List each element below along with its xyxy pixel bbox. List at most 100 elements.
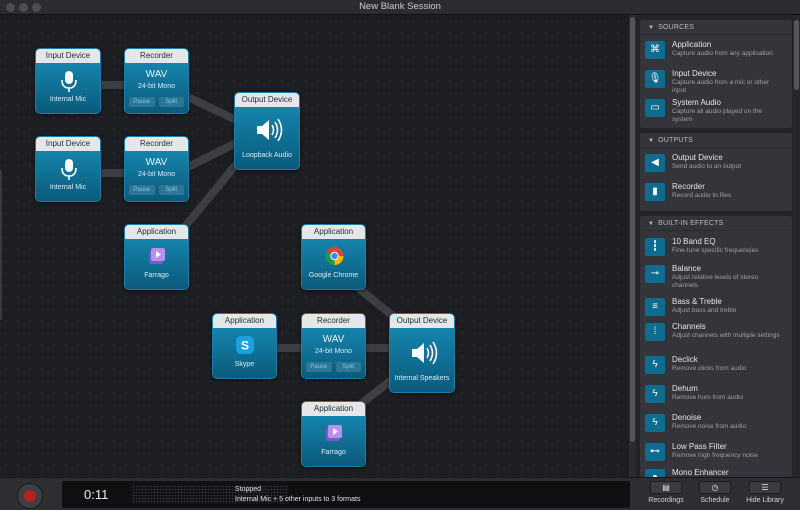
recordings-button[interactable]: ▤ Recordings: [641, 481, 691, 509]
library-item-low-pass-filter[interactable]: ⊷ Low Pass Filter Remove high frequency …: [640, 440, 792, 468]
split-button[interactable]: Split: [335, 362, 361, 372]
close-window-button[interactable]: [6, 3, 15, 12]
schedule-label: Schedule: [700, 497, 730, 504]
item-title: Recorder: [672, 182, 705, 191]
scrollbar-thumb[interactable]: [794, 20, 799, 90]
library-item-balance[interactable]: ⊸ Balance Adjust relative levels of ster…: [640, 262, 792, 290]
item-desc: Send audio to an output: [672, 163, 742, 170]
node-label: Internal Mic: [49, 184, 87, 191]
library-item-system-audio[interactable]: ▭ System Audio Capture all audio played …: [640, 96, 792, 124]
outputs-header[interactable]: ▼OUTPUTS: [640, 133, 792, 148]
node-header: Recorder: [302, 314, 365, 328]
hide-library-button[interactable]: ☰ Hide Library: [740, 481, 790, 509]
node-label: Skype: [234, 361, 255, 368]
farrago-icon: [326, 425, 342, 441]
recorder-detail: 24-bit Mono: [138, 83, 175, 90]
canvas-scrollbar[interactable]: [629, 15, 636, 477]
node-header: Recorder: [125, 49, 188, 63]
split-button[interactable]: Split: [158, 97, 184, 107]
pause-button[interactable]: Pause: [129, 185, 155, 195]
chevron-down-icon: ▼: [648, 25, 655, 31]
item-title: 10 Band EQ: [672, 237, 716, 246]
output-device-node[interactable]: Output Device Loopback Audio: [234, 92, 300, 170]
library-item-application[interactable]: ⌘ Application Capture audio from any app…: [640, 38, 792, 66]
recorder-node[interactable]: Recorder WAV 24-bit Mono Pause Split: [124, 136, 189, 202]
library-item-dehum[interactable]: ϟ Dehum Remove hum from audio: [640, 382, 792, 410]
microphone-icon: [61, 159, 77, 180]
status-text: Stopped: [235, 486, 262, 493]
pause-button[interactable]: Pause: [129, 97, 155, 107]
effects-header[interactable]: ▼BUILT-IN EFFECTS: [640, 216, 792, 231]
node-label: Farrago: [321, 449, 346, 456]
sources-header[interactable]: ▼SOURCES: [640, 20, 792, 35]
recorder-detail: 24-bit Mono: [138, 171, 175, 178]
pause-button[interactable]: Pause: [306, 362, 332, 372]
speaker-icon: [412, 341, 438, 365]
item-desc: Fine-tune specific frequencies: [672, 247, 759, 254]
chrome-icon: [325, 247, 344, 265]
chevron-down-icon: ▼: [648, 221, 655, 227]
bottom-toolbar: 0:11 Stopped Internal Mic + 5 other inpu…: [0, 477, 800, 510]
speaker-icon: [257, 118, 283, 142]
routing-canvas[interactable]: Input Device Internal Mic Recorder WAV 2…: [0, 15, 629, 477]
scrollbar-thumb[interactable]: [630, 17, 635, 442]
node-label: Farrago: [144, 272, 169, 279]
record-icon: [24, 490, 36, 502]
library-item-mono-enhancer[interactable]: ● Mono Enhancer: [640, 466, 792, 477]
output-device-node[interactable]: Output Device Internal Speakers: [389, 313, 455, 393]
library-item-channels[interactable]: ⁞ Channels Adjust channels with multiple…: [640, 320, 792, 348]
input-device-node[interactable]: Input Device Internal Mic: [35, 48, 101, 114]
hide-library-label: Hide Library: [746, 497, 784, 504]
application-node[interactable]: Application Farrago: [124, 224, 189, 290]
library-item-denoise[interactable]: ϟ Denoise Remove noise from audio: [640, 411, 792, 439]
record-button[interactable]: [17, 483, 43, 509]
application-node[interactable]: Application Google Chrome: [301, 224, 366, 290]
lightning-icon: ϟ: [645, 356, 665, 374]
item-desc: Record audio to files: [672, 192, 732, 199]
library-item-declick[interactable]: ϟ Declick Remove clicks from audio: [640, 353, 792, 381]
library-item-input-device[interactable]: 🎙 Input Device Capture audio from a mic …: [640, 67, 792, 95]
lightning-icon: ϟ: [645, 414, 665, 432]
item-desc: Capture all audio played on the system: [672, 108, 762, 123]
input-device-node[interactable]: Input Device Internal Mic: [35, 136, 101, 202]
library-item-recorder[interactable]: ▮ Recorder Record audio to files: [640, 180, 792, 208]
node-header: Output Device: [235, 93, 299, 107]
chevron-down-icon: ▼: [648, 138, 655, 144]
sidebar-scrollbar[interactable]: [793, 15, 800, 477]
application-node[interactable]: Application Farrago: [301, 401, 366, 467]
node-header: Output Device: [390, 314, 454, 328]
library-item-10-band-eq[interactable]: ┇ 10 Band EQ Fine-tune specific frequenc…: [640, 235, 792, 263]
effects-title: BUILT-IN EFFECTS: [658, 220, 724, 227]
recorder-node[interactable]: Recorder WAV 24-bit Mono Pause Split: [301, 313, 366, 379]
node-header: Application: [125, 225, 188, 239]
node-header: Recorder: [125, 137, 188, 151]
recordings-icon: ▤: [650, 481, 682, 494]
application-node[interactable]: Application S Skype: [212, 313, 277, 379]
item-desc: Adjust bass and treble: [672, 307, 737, 314]
node-header: Application: [213, 314, 276, 328]
item-title: Output Device: [672, 153, 723, 162]
library-item-output-device[interactable]: ◀ Output Device Send audio to an output: [640, 151, 792, 179]
svg-text:S: S: [241, 339, 249, 353]
item-desc: Capture audio from a mic or other input: [672, 79, 770, 94]
item-title: Channels: [672, 322, 706, 331]
outputs-panel: ▼OUTPUTS ◀ Output Device Send audio to a…: [640, 133, 792, 211]
minimize-window-button[interactable]: [19, 3, 28, 12]
item-title: Mono Enhancer: [672, 468, 729, 477]
library-sidebar: ▼SOURCES ⌘ Application Capture audio fro…: [636, 15, 800, 477]
split-button[interactable]: Split: [158, 185, 184, 195]
item-title: Dehum: [672, 384, 698, 393]
item-desc: Remove noise from audio: [672, 423, 747, 430]
effects-panel: ▼BUILT-IN EFFECTS ┇ 10 Band EQ Fine-tune…: [640, 216, 792, 477]
recorder-node[interactable]: Recorder WAV 24-bit Mono Pause Split: [124, 48, 189, 114]
lightning-icon: ϟ: [645, 385, 665, 403]
status-detail: Internal Mic + 5 other inputs to 3 forma…: [235, 496, 361, 503]
library-item-bass-treble[interactable]: ≡ Bass & Treble Adjust bass and treble: [640, 295, 792, 323]
recorder-format: WAV: [145, 157, 168, 168]
application-icon: ⌘: [645, 41, 665, 59]
item-title: Bass & Treble: [672, 297, 722, 306]
farrago-icon: [149, 248, 165, 264]
zoom-window-button[interactable]: [32, 3, 41, 12]
schedule-button[interactable]: ◷ Schedule: [690, 481, 740, 509]
title-bar: New Blank Session: [0, 0, 800, 15]
